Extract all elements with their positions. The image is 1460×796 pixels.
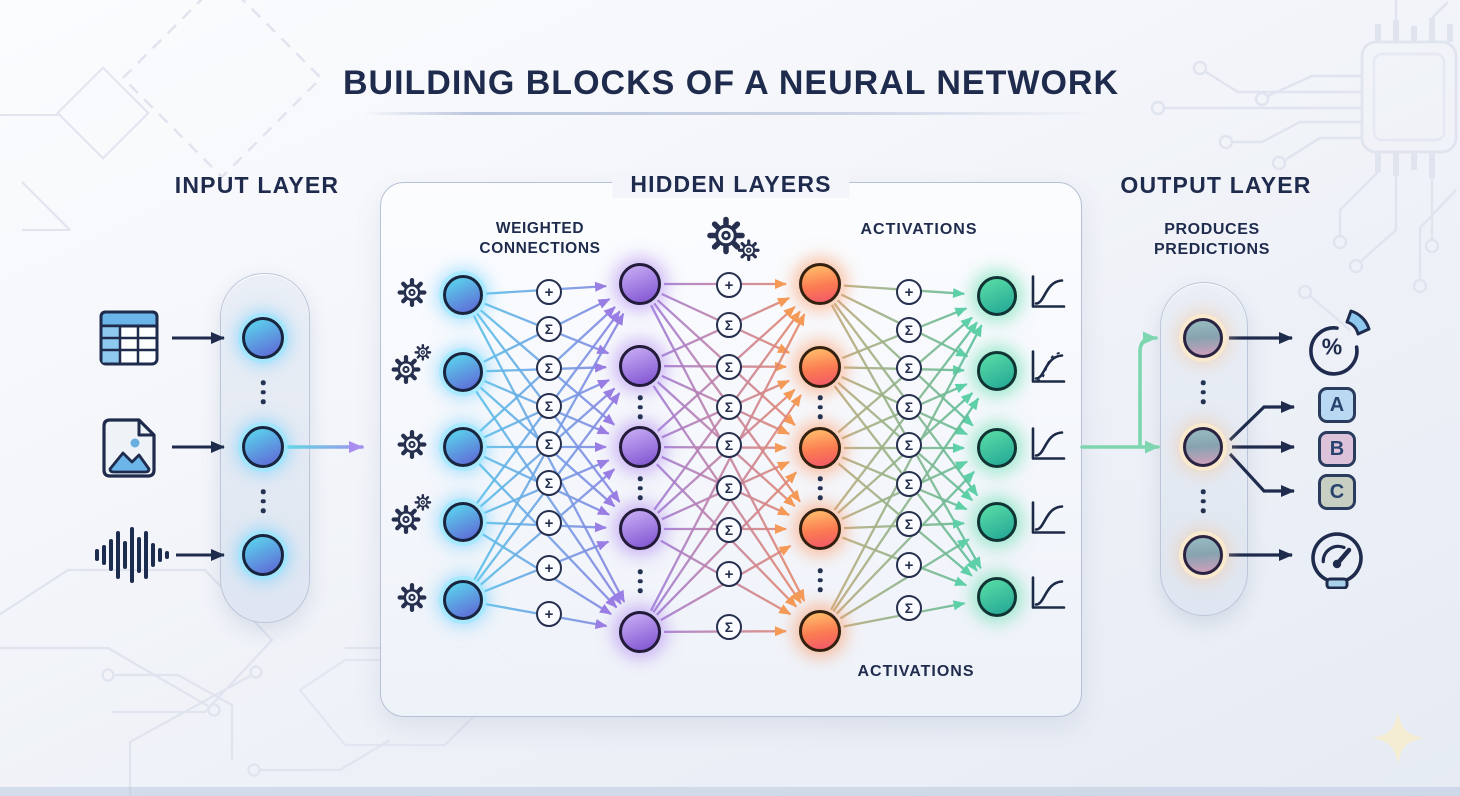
hidden-node-orange xyxy=(799,427,841,469)
sigma-symbol: Σ xyxy=(716,312,742,338)
pie-chart-percent-icon xyxy=(1309,309,1371,376)
circuit-chip-decoration xyxy=(1150,0,1458,331)
output-node xyxy=(1183,318,1223,358)
ellipsis-dots xyxy=(260,380,266,404)
title-underline xyxy=(362,112,1102,115)
sigma-symbol: Σ xyxy=(896,432,922,458)
hidden-node-blue xyxy=(443,580,483,620)
plus-symbol: + xyxy=(716,561,742,587)
sigma-symbol: Σ xyxy=(896,317,922,343)
plus-symbol: + xyxy=(896,279,922,305)
plus-symbol: + xyxy=(536,279,562,305)
output-node xyxy=(1183,427,1223,467)
hidden-node-green xyxy=(977,351,1017,391)
sigma-symbol: Σ xyxy=(716,614,742,640)
gear-icon xyxy=(395,276,429,315)
sigma-symbol: Σ xyxy=(536,431,562,457)
ellipsis-dots xyxy=(637,395,643,419)
hidden-node-orange xyxy=(799,508,841,550)
sigma-symbol: Σ xyxy=(536,316,562,342)
gear-icon xyxy=(395,581,429,620)
diamond-decoration xyxy=(0,0,323,231)
activation-curve-icon xyxy=(1027,501,1067,544)
gear-icon xyxy=(395,428,429,467)
hidden-node-purple xyxy=(619,611,661,653)
hidden-node-purple xyxy=(619,263,661,305)
sigma-symbol: Σ xyxy=(716,517,742,543)
activations-label-top: ACTIVATIONS xyxy=(860,221,978,238)
class-c-badge: C xyxy=(1318,474,1356,510)
gear-icon xyxy=(389,353,423,392)
hidden-node-purple xyxy=(619,426,661,468)
hidden-node-blue xyxy=(443,275,483,315)
input-layer-title: INPUT LAYER xyxy=(174,172,340,198)
gear-icon xyxy=(389,503,423,542)
hidden-layers-title: HIDDEN LAYERS xyxy=(612,171,850,198)
ellipsis-dots xyxy=(637,476,643,500)
sparkle-decoration xyxy=(1372,712,1424,764)
hidden-node-green xyxy=(977,577,1017,617)
hidden-node-blue xyxy=(443,502,483,542)
activation-curve-icon xyxy=(1027,576,1067,619)
ellipsis-dots xyxy=(817,395,823,419)
sigma-symbol: Σ xyxy=(896,595,922,621)
sigma-symbol: Σ xyxy=(716,354,742,380)
hidden-node-purple xyxy=(619,345,661,387)
class-a-badge: A xyxy=(1318,387,1356,423)
class-b-badge: B xyxy=(1318,431,1356,467)
output-layer-title: OUTPUT LAYER xyxy=(1120,172,1312,198)
input-node xyxy=(242,534,284,576)
activation-curve-icon xyxy=(1027,350,1067,393)
gauge-icon xyxy=(1311,532,1363,589)
output-node xyxy=(1183,535,1223,575)
hidden-node-orange xyxy=(799,263,841,305)
data-table-icon xyxy=(99,310,159,366)
input-node xyxy=(242,317,284,359)
sigma-symbol: Σ xyxy=(536,355,562,381)
hidden-node-green xyxy=(977,502,1017,542)
sigma-symbol: Σ xyxy=(896,355,922,381)
audio-waveform-icon xyxy=(95,527,169,583)
sigma-symbol: Σ xyxy=(716,394,742,420)
sigma-symbol: Σ xyxy=(536,470,562,496)
activations-label-bottom: ACTIVATIONS xyxy=(857,663,975,680)
ellipsis-dots xyxy=(817,476,823,500)
sigma-symbol: Σ xyxy=(716,475,742,501)
sigma-symbol: Σ xyxy=(896,471,922,497)
plus-symbol: + xyxy=(536,555,562,581)
percent-symbol: % xyxy=(1321,333,1343,360)
activation-curve-icon xyxy=(1027,427,1067,470)
activation-curve-icon xyxy=(1027,275,1067,318)
sigma-symbol: Σ xyxy=(536,393,562,419)
plus-symbol: + xyxy=(536,601,562,627)
hidden-node-blue xyxy=(443,352,483,392)
input-node xyxy=(242,426,284,468)
gear-icon xyxy=(704,213,748,262)
sigma-symbol: Σ xyxy=(896,511,922,537)
hidden-node-green xyxy=(977,276,1017,316)
ellipsis-dots xyxy=(1200,380,1206,404)
plus-symbol: + xyxy=(536,510,562,536)
bottom-band-decoration xyxy=(0,787,1460,796)
sigma-symbol: Σ xyxy=(716,432,742,458)
hidden-node-blue xyxy=(443,427,483,467)
ellipsis-dots xyxy=(817,568,823,592)
image-file-icon xyxy=(102,418,156,478)
sigma-symbol: Σ xyxy=(896,394,922,420)
plus-symbol: + xyxy=(896,552,922,578)
page-title: BUILDING BLOCKS OF A NEURAL NETWORK xyxy=(342,64,1120,102)
ellipsis-dots xyxy=(637,569,643,593)
ellipsis-dots xyxy=(1200,489,1206,513)
weighted-connections-label: WEIGHTED CONNECTIONS xyxy=(479,220,601,257)
plus-symbol: + xyxy=(716,272,742,298)
hidden-node-purple xyxy=(619,508,661,550)
output-layer-subtitle: PRODUCES PREDICTIONS xyxy=(1154,221,1270,258)
ellipsis-dots xyxy=(260,489,266,513)
hidden-node-orange xyxy=(799,610,841,652)
hidden-node-orange xyxy=(799,346,841,388)
hidden-node-green xyxy=(977,428,1017,468)
